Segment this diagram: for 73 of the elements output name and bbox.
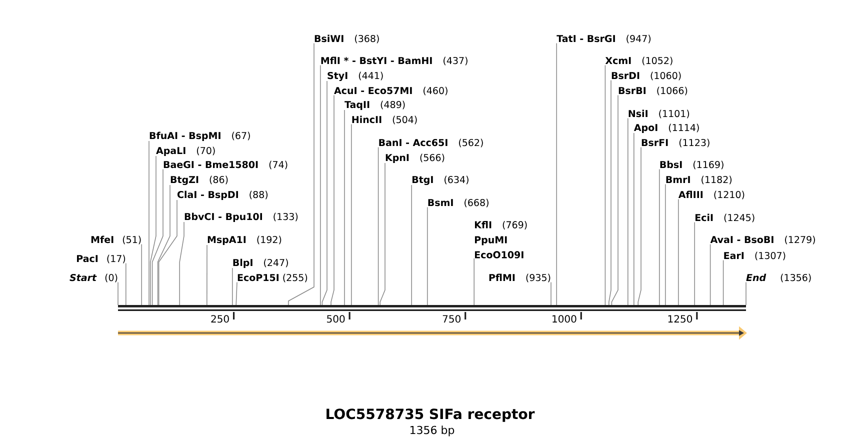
site-label: EcoP15I (255) <box>238 274 308 282</box>
leader-line <box>665 184 666 306</box>
leader-line <box>550 282 552 306</box>
site-label: BmrI (1182) <box>666 176 732 184</box>
leader-line <box>236 282 238 306</box>
site-label: MspA1I (192) <box>208 236 282 245</box>
site-label: TaqII (489) <box>344 100 405 110</box>
leader-line <box>604 64 606 306</box>
leader-line <box>378 146 379 306</box>
dna-backbone <box>118 305 746 311</box>
site-label: KflI (769) PpuMI EcoO109I <box>474 221 527 258</box>
site-label: AvaI - BsoBI (1279) <box>710 236 815 244</box>
subtitle: 1356 bp <box>410 426 454 436</box>
site-label: BsmI (668) <box>428 198 488 208</box>
leader-line <box>141 244 142 306</box>
leader-line <box>288 42 314 306</box>
site-label: BlpI (247) <box>233 258 288 268</box>
site-label: BbsI (1169) <box>660 160 724 170</box>
site-label: MflI * - BstYI - BamHI (437) <box>321 56 468 66</box>
site-label: HincII (504) <box>352 116 417 124</box>
leader-line <box>158 200 178 306</box>
site-label: AcuI - Eco57MI (460) <box>334 86 448 96</box>
leader-line <box>659 168 660 306</box>
site-label: PflMI (935) <box>489 274 550 282</box>
leader-line <box>179 222 184 306</box>
title: LOC5578735 SIFa receptor <box>326 408 535 422</box>
site-label: PacI (17) <box>77 254 126 264</box>
site-label: BtgZI (86) <box>170 176 228 186</box>
leader-line <box>427 206 428 306</box>
leader-line <box>351 124 352 306</box>
site-label: BanI - Acc65I (562) <box>379 138 483 148</box>
site-label: NsiI (1101) <box>628 110 690 118</box>
site-label: BbvCI - Bpu10I (133) <box>184 212 298 222</box>
site-label: StyI (441) <box>328 72 383 82</box>
leader-line <box>694 222 695 306</box>
leader-line <box>638 146 642 306</box>
leader-line <box>608 80 612 306</box>
site-label: BaeGI - Bme1580I (74) <box>164 160 288 170</box>
leader-line <box>232 268 233 306</box>
leader-line <box>206 244 208 306</box>
leader-line <box>411 184 412 306</box>
leader-line <box>556 42 557 306</box>
leader-line <box>322 80 328 306</box>
site-label: AflIII (1210) <box>678 190 744 200</box>
leader-line <box>150 156 156 306</box>
leader-line <box>710 244 711 306</box>
site-label: BsiWI (368) <box>314 34 379 44</box>
site-label: XcmI (1052) <box>605 56 672 66</box>
site-label: BsrDI (1060) <box>612 72 681 80</box>
site-label: EarI (1307) <box>724 252 786 260</box>
leader-line <box>320 64 321 306</box>
leader-line <box>152 168 164 306</box>
leader-line <box>611 94 618 306</box>
leader-line <box>148 140 150 306</box>
site-label: End (1356) <box>746 274 811 282</box>
site-label: MfeI (51) <box>91 236 141 244</box>
leader-line <box>330 94 334 306</box>
leader-line <box>157 184 170 306</box>
site-label: TatI - BsrGI (947) <box>556 34 651 44</box>
leader-line <box>678 198 679 306</box>
site-label: Start (0) <box>70 274 118 282</box>
site-label: BsrBI (1066) <box>618 86 688 96</box>
site-label: ApoI (1114) <box>634 124 699 133</box>
site-label: ApaLI (70) <box>156 146 215 156</box>
site-label: BfuAI - BspMI (67) <box>150 132 250 141</box>
leader-line <box>722 260 724 306</box>
site-label: BsrFI (1123) <box>642 138 710 148</box>
site-label: KpnI (566) <box>386 154 444 163</box>
site-label: BtgI (634) <box>412 176 468 186</box>
leader-line <box>380 162 386 306</box>
leader-line <box>344 110 345 306</box>
site-label: EciI (1245) <box>695 214 754 222</box>
site-label: ClaI - BspDI (88) <box>177 190 268 200</box>
